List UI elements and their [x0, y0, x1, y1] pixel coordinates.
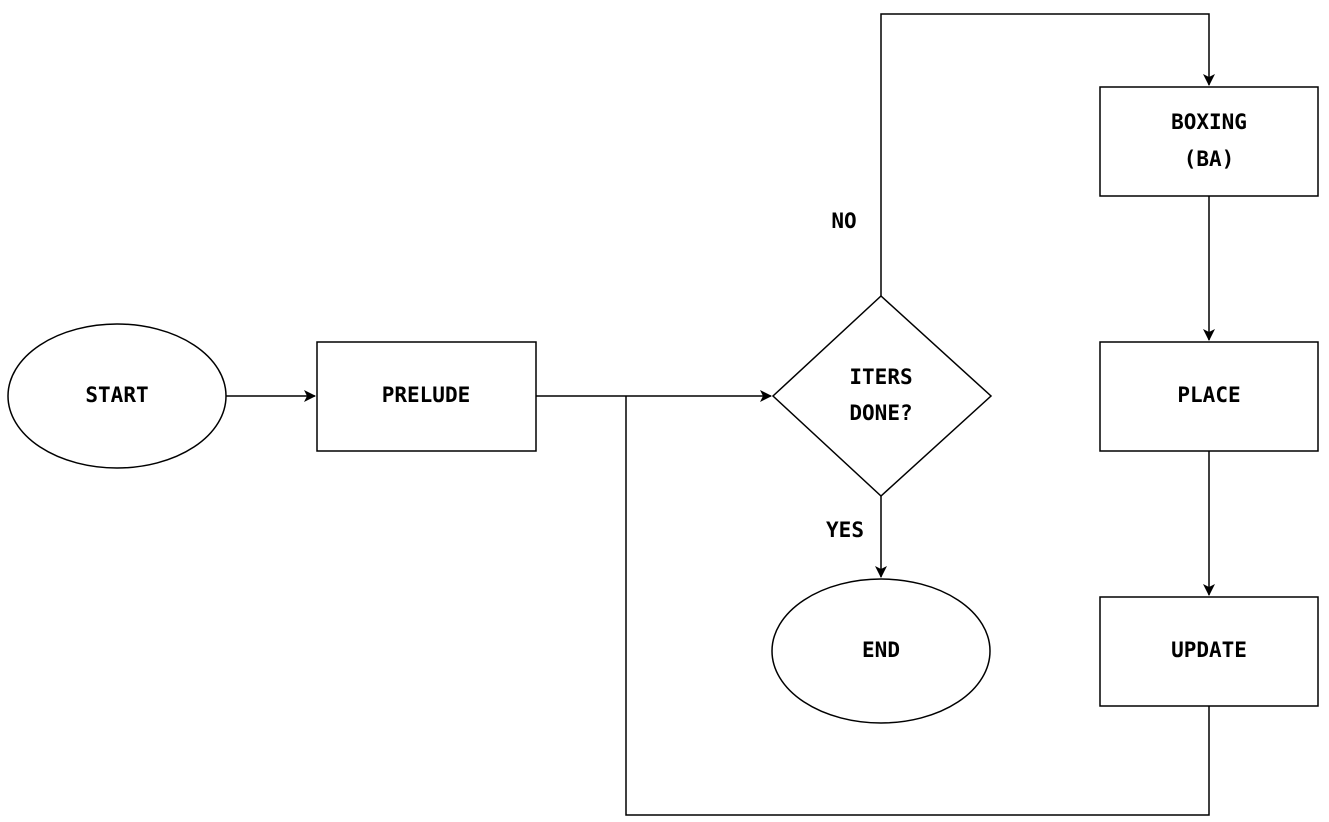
prelude-label: PRELUDE: [382, 383, 471, 407]
edges: [226, 13, 1215, 816]
decision-label-line1: ITERS: [849, 365, 912, 389]
edge-label-yes: YES: [826, 518, 864, 542]
edge-update-loop-back: [625, 396, 1210, 816]
edge-decision-no-to-boxing: [880, 13, 1215, 296]
node-update: UPDATE: [1099, 596, 1319, 707]
start-label: START: [85, 383, 148, 407]
node-boxing: BOXING (BA): [1099, 86, 1319, 197]
decision-label-line2: DONE?: [849, 401, 912, 425]
decision-diamond: [771, 294, 993, 498]
node-place: PLACE: [1099, 341, 1319, 452]
prelude-box: [316, 341, 537, 452]
end-label: END: [862, 638, 900, 662]
place-label: PLACE: [1177, 383, 1240, 407]
node-prelude: PRELUDE: [316, 341, 537, 452]
end-ellipse: [771, 578, 991, 724]
update-box: [1099, 596, 1319, 707]
boxing-box: [1099, 86, 1319, 197]
start-ellipse: [7, 323, 227, 469]
node-start: START: [7, 323, 227, 469]
node-decision: ITERS DONE?: [771, 294, 993, 498]
edge-label-no: NO: [831, 209, 856, 233]
place-box: [1099, 341, 1319, 452]
update-label: UPDATE: [1171, 638, 1247, 662]
node-end: END: [771, 578, 991, 724]
boxing-label-line1: BOXING: [1171, 110, 1247, 134]
boxing-label-line2: (BA): [1184, 147, 1235, 171]
